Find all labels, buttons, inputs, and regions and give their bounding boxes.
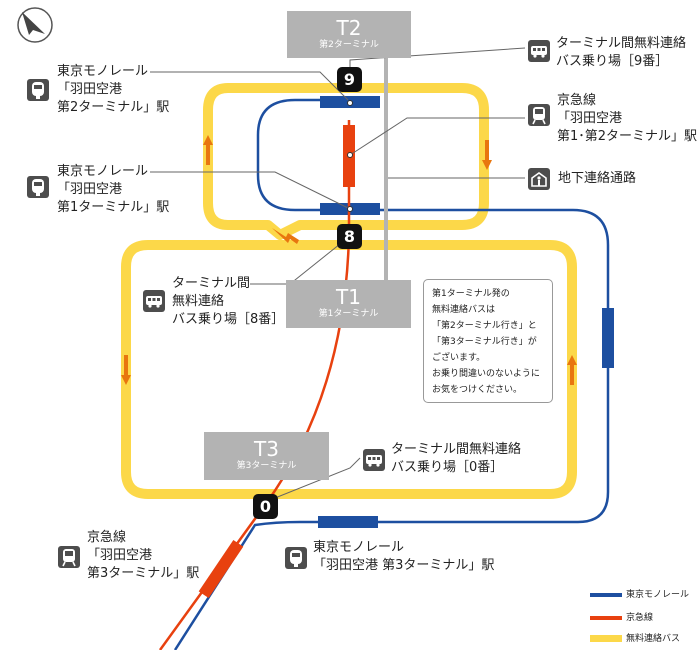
legend-bus: 無料連絡バス [590,632,680,646]
label-line: 第1･第2ターミナル」駅 [557,129,698,144]
label-line: ターミナル間無料連絡 [391,442,522,457]
bus-stop-0-label: ターミナル間無料連絡 バス乗り場［0番］ [391,441,521,477]
legend-swatch-monorail [590,592,622,597]
monorail-t1-station-label: 東京モノレール 「羽田空港 第1ターミナル」駅 [57,163,169,217]
legend-keikyu: 京急線 [590,611,653,625]
label-line: 東京モノレール [313,540,405,555]
notice-line: お気をつけください。 [432,385,523,395]
terminal-sub: 第3ターミナル [236,461,297,471]
bus-stop-8-label: ターミナル間 無料連絡 バス乗り場［8番］ [172,275,284,329]
bus-stop-8-badge: 8 [337,224,362,249]
label-line: 「羽田空港 [57,182,123,197]
label-line: 「羽田空港 第3ターミナル」駅 [313,558,495,573]
terminal-sub: 第2ターミナル [319,40,379,50]
bus-notice-box: 第1ターミナル発の 無料連絡バスは 「第2ターミナル行き」と 「第3ターミナル行… [423,279,553,403]
legend-swatch-bus [590,635,622,642]
legend-label: 京急線 [626,613,654,623]
terminal-name: T1 [336,285,361,309]
keikyu-t12-station-label: 京急線 「羽田空港 第1･第2ターミナル」駅 [557,92,697,146]
label-line: 第2ターミナル」駅 [57,100,170,115]
label-line: 東京モノレール [57,64,149,79]
monorail-line [173,98,610,650]
notice-line: お乗り間違いのないように [432,369,540,379]
monorail-t2-station-label: 東京モノレール 「羽田空港 第2ターミナル」駅 [57,63,169,117]
terminal-t3: T3 第3ターミナル [204,432,329,480]
bus-stop-9-label: ターミナル間無料連絡 バス乗り場［9番］ [556,35,686,71]
train-icon [58,546,80,568]
notice-line: ございます。 [432,353,486,363]
bus-stop-0-badge: 0 [253,494,278,519]
bus-icon [143,290,165,312]
terminal-name: T3 [254,437,279,461]
underground-passage-label: 地下連絡通路 [558,170,636,188]
bus-icon [363,449,385,471]
underground-passage-icon [528,168,550,190]
label-line: 京急線 [87,530,127,545]
north-arrow-icon [17,7,53,43]
keikyu-t3-station-label: 京急線 「羽田空港 第3ターミナル」駅 [87,529,199,583]
label-line: 京急線 [557,93,597,108]
terminal-name: T2 [336,16,362,40]
legend-monorail: 東京モノレール [590,588,689,602]
keikyu-station-t3 [198,539,244,599]
bus-route-upper-loop [203,83,489,240]
legend-label: 東京モノレール [626,590,690,600]
notice-line: 「第3ターミナル行き」が [432,337,537,347]
terminal-sub: 第1ターミナル [318,309,379,319]
label-line: バス乗り場［9番］ [556,54,669,69]
monorail-t3-station-label: 東京モノレール 「羽田空港 第3ターミナル」駅 [313,539,494,575]
label-line: バス乗り場［0番］ [391,460,504,475]
monorail-station-t3 [318,516,378,528]
label-line: 東京モノレール [57,164,149,179]
bus-stop-9-badge: 9 [337,67,362,92]
train-icon [528,104,550,126]
terminal-t1: T1 第1ターミナル [286,280,411,328]
monorail-icon [27,79,49,101]
label-line: 「羽田空港 [87,548,153,563]
notice-line: 無料連絡バスは [432,305,496,315]
bus-route-lower-loop [121,240,577,499]
label-line: 無料連絡 [172,294,225,309]
label-line: 「羽田空港 [57,82,123,97]
label-line: ターミナル間 [172,276,251,291]
label-line: 地下連絡通路 [558,171,637,186]
label-line: 第3ターミナル」駅 [87,566,200,581]
terminal-t2: T2 第2ターミナル [287,11,411,58]
monorail-icon [27,176,49,198]
notice-line: 第1ターミナル発の [432,289,510,299]
legend-label: 無料連絡バス [626,634,681,644]
notice-line: 「第2ターミナル行き」と [432,321,537,331]
bus-direction-arrows [121,135,577,385]
label-line: 「羽田空港 [557,111,623,126]
legend-swatch-keikyu [590,615,622,620]
label-line: 第1ターミナル」駅 [57,200,170,215]
monorail-train-marker [602,308,614,368]
bus-icon [528,40,550,62]
label-line: バス乗り場［8番］ [172,312,285,327]
label-line: ターミナル間無料連絡 [556,36,687,51]
keikyu-line [158,120,351,650]
monorail-icon [285,547,307,569]
